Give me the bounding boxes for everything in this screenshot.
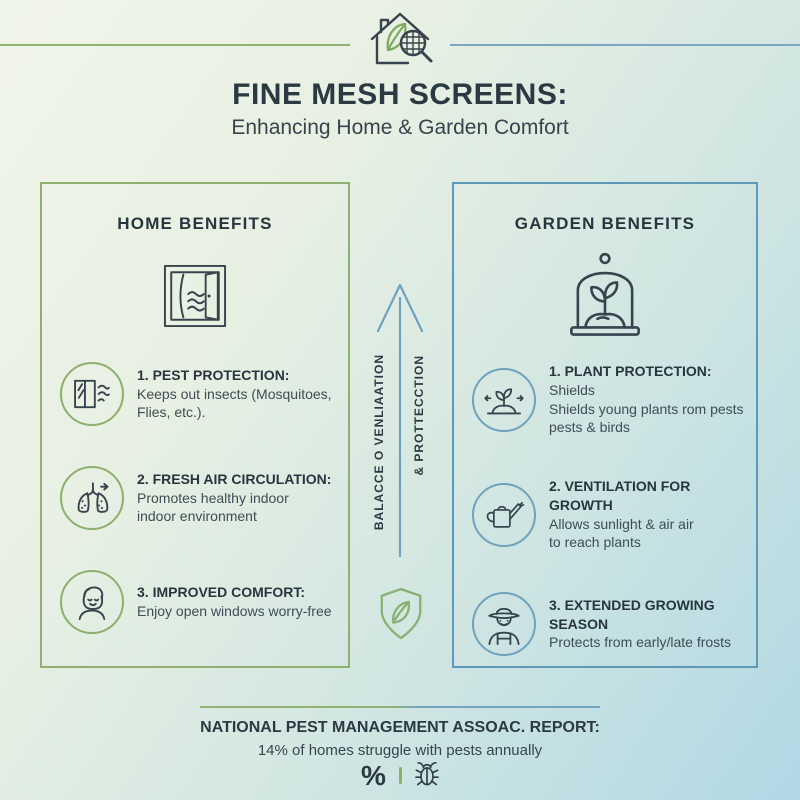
garden-benefit-text-3: 3. EXTENDED GROWING SEASON Protects from… xyxy=(549,596,744,652)
garden-benefit-item-2: 2. VENTILATION FOR GROWTH Allows sunligh… xyxy=(472,477,744,552)
benefit-body: Allows sunlight & air air to reach plant… xyxy=(549,515,694,551)
benefit-heading: 3. EXTENDED GROWING SEASON xyxy=(549,596,715,632)
arrow-label-right: & PROTTECCTION xyxy=(412,354,426,476)
benefit-heading: 2. VENTILATION FOR GROWTH xyxy=(549,478,691,513)
bug-icon xyxy=(415,760,439,791)
footer-heading: NATIONAL PEST MANAGEMENT ASSOAC. REPORT: xyxy=(200,719,600,736)
house-leaf-magnifier-icon xyxy=(361,5,439,74)
seedling-arrows-icon xyxy=(472,367,536,432)
footer-icons: % xyxy=(0,760,800,791)
home-benefits-panel: HOME BENEFITS xyxy=(40,182,350,668)
benefit-body: Promotes healthy indoor indoor environme… xyxy=(137,489,289,525)
benefit-heading: 1. PEST PROTECTION: xyxy=(137,366,290,383)
arrow-label-left: BALACCE O VENLIAATION xyxy=(372,353,386,531)
benefit-body: Protects from early/late frosts xyxy=(549,634,732,651)
benefit-body: Enjoy open windows worry-free xyxy=(137,603,332,619)
open-window-icon xyxy=(42,246,348,346)
garden-benefits-panel: GARDEN BENEFITS xyxy=(452,182,758,668)
footer-divider xyxy=(200,706,600,708)
garden-benefit-text-2: 2. VENTILATION FOR GROWTH Allows sunligh… xyxy=(549,477,744,552)
lungs-icon xyxy=(60,466,124,530)
footer-icon-separator xyxy=(398,767,402,784)
home-benefit-item-2: 2. FRESH AIR CIRCULATION: Promotes healt… xyxy=(60,466,336,530)
percent-symbol: % xyxy=(361,759,386,791)
home-benefit-text-2: 2. FRESH AIR CIRCULATION: Promotes healt… xyxy=(137,470,331,526)
home-panel-title: HOME BENEFITS xyxy=(117,214,273,233)
benefit-body: Keeps out insects (Mosquitoes, Flies, et… xyxy=(137,385,332,421)
garden-benefit-item-1: 1. PLANT PROTECTION: Shields Shields you… xyxy=(472,362,744,437)
benefit-heading: 3. IMPROVED COMFORT: xyxy=(137,584,306,601)
home-benefit-text-1: 1. PEST PROTECTION: Keeps out insects (M… xyxy=(137,366,332,422)
home-benefit-item-3: 3. IMPROVED COMFORT: Enjoy open windows … xyxy=(60,570,336,634)
benefit-heading: 2. FRESH AIR CIRCULATION: xyxy=(137,470,332,487)
page-title: FINE MESH SCREENS: xyxy=(232,78,568,111)
screened-window-icon xyxy=(60,362,124,426)
up-arrow-icon xyxy=(374,280,426,565)
cloche-plant-icon xyxy=(454,246,756,346)
relaxed-person-icon xyxy=(60,570,124,634)
header-divider-right xyxy=(450,44,800,46)
garden-benefit-item-3: 3. EXTENDED GROWING SEASON Protects from… xyxy=(472,592,744,656)
gardener-icon xyxy=(472,592,536,656)
home-benefit-text-3: 3. IMPROVED COMFORT: Enjoy open windows … xyxy=(137,583,332,621)
benefit-heading: 1. PLANT PROTECTION: xyxy=(549,363,712,379)
page-subtitle: Enhancing Home & Garden Comfort xyxy=(231,116,569,139)
shield-leaf-icon xyxy=(377,586,425,647)
garden-panel-title: GARDEN BENEFITS xyxy=(514,214,696,233)
benefit-body: Shields young plants rom pests pests & b… xyxy=(549,400,744,436)
garden-benefit-text-1: 1. PLANT PROTECTION: Shields Shields you… xyxy=(549,363,744,436)
footer-stat: 14% of homes struggle with pests annuall… xyxy=(257,742,543,759)
home-benefit-item-1: 1. PEST PROTECTION: Keeps out insects (M… xyxy=(60,362,336,426)
watering-can-icon xyxy=(472,482,536,547)
header-divider-left xyxy=(0,44,350,46)
